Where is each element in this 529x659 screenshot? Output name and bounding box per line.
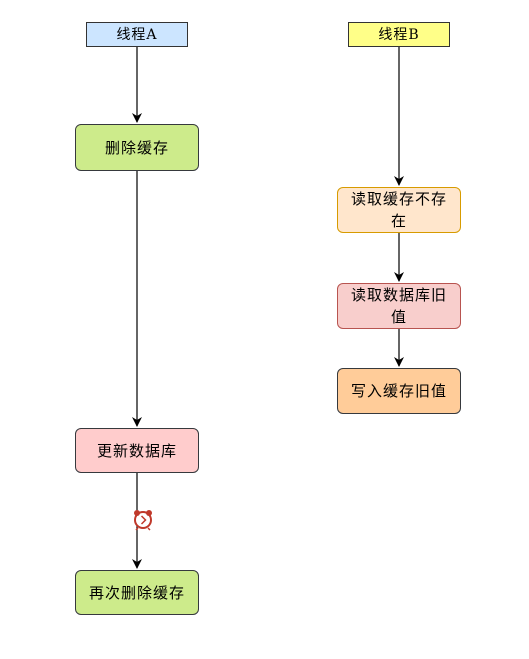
thread-a-header: 线程A: [86, 22, 188, 47]
write-cache-old-value-label: 写入缓存旧值: [350, 382, 447, 400]
delete-cache-step: 删除缓存: [75, 124, 199, 171]
update-database-step: 更新数据库: [75, 428, 199, 473]
thread-b-header: 线程B: [348, 22, 450, 47]
read-cache-miss-label: 读取缓存不存在: [350, 190, 447, 230]
delete-cache-label: 删除缓存: [104, 138, 169, 157]
thread-b-header-label: 线程B: [378, 26, 420, 43]
read-db-old-value-step: 读取数据库旧值: [337, 283, 461, 329]
alarm-clock-icon: [134, 510, 152, 531]
thread-a-header-label: 线程A: [116, 26, 158, 43]
write-cache-old-value-step: 写入缓存旧值: [337, 368, 461, 414]
delete-cache-again-label: 再次删除缓存: [88, 583, 185, 602]
delete-cache-again-step: 再次删除缓存: [75, 570, 199, 615]
update-database-label: 更新数据库: [96, 441, 177, 460]
read-cache-miss-step: 读取缓存不存在: [337, 187, 461, 233]
read-db-old-value-label: 读取数据库旧值: [350, 286, 447, 326]
